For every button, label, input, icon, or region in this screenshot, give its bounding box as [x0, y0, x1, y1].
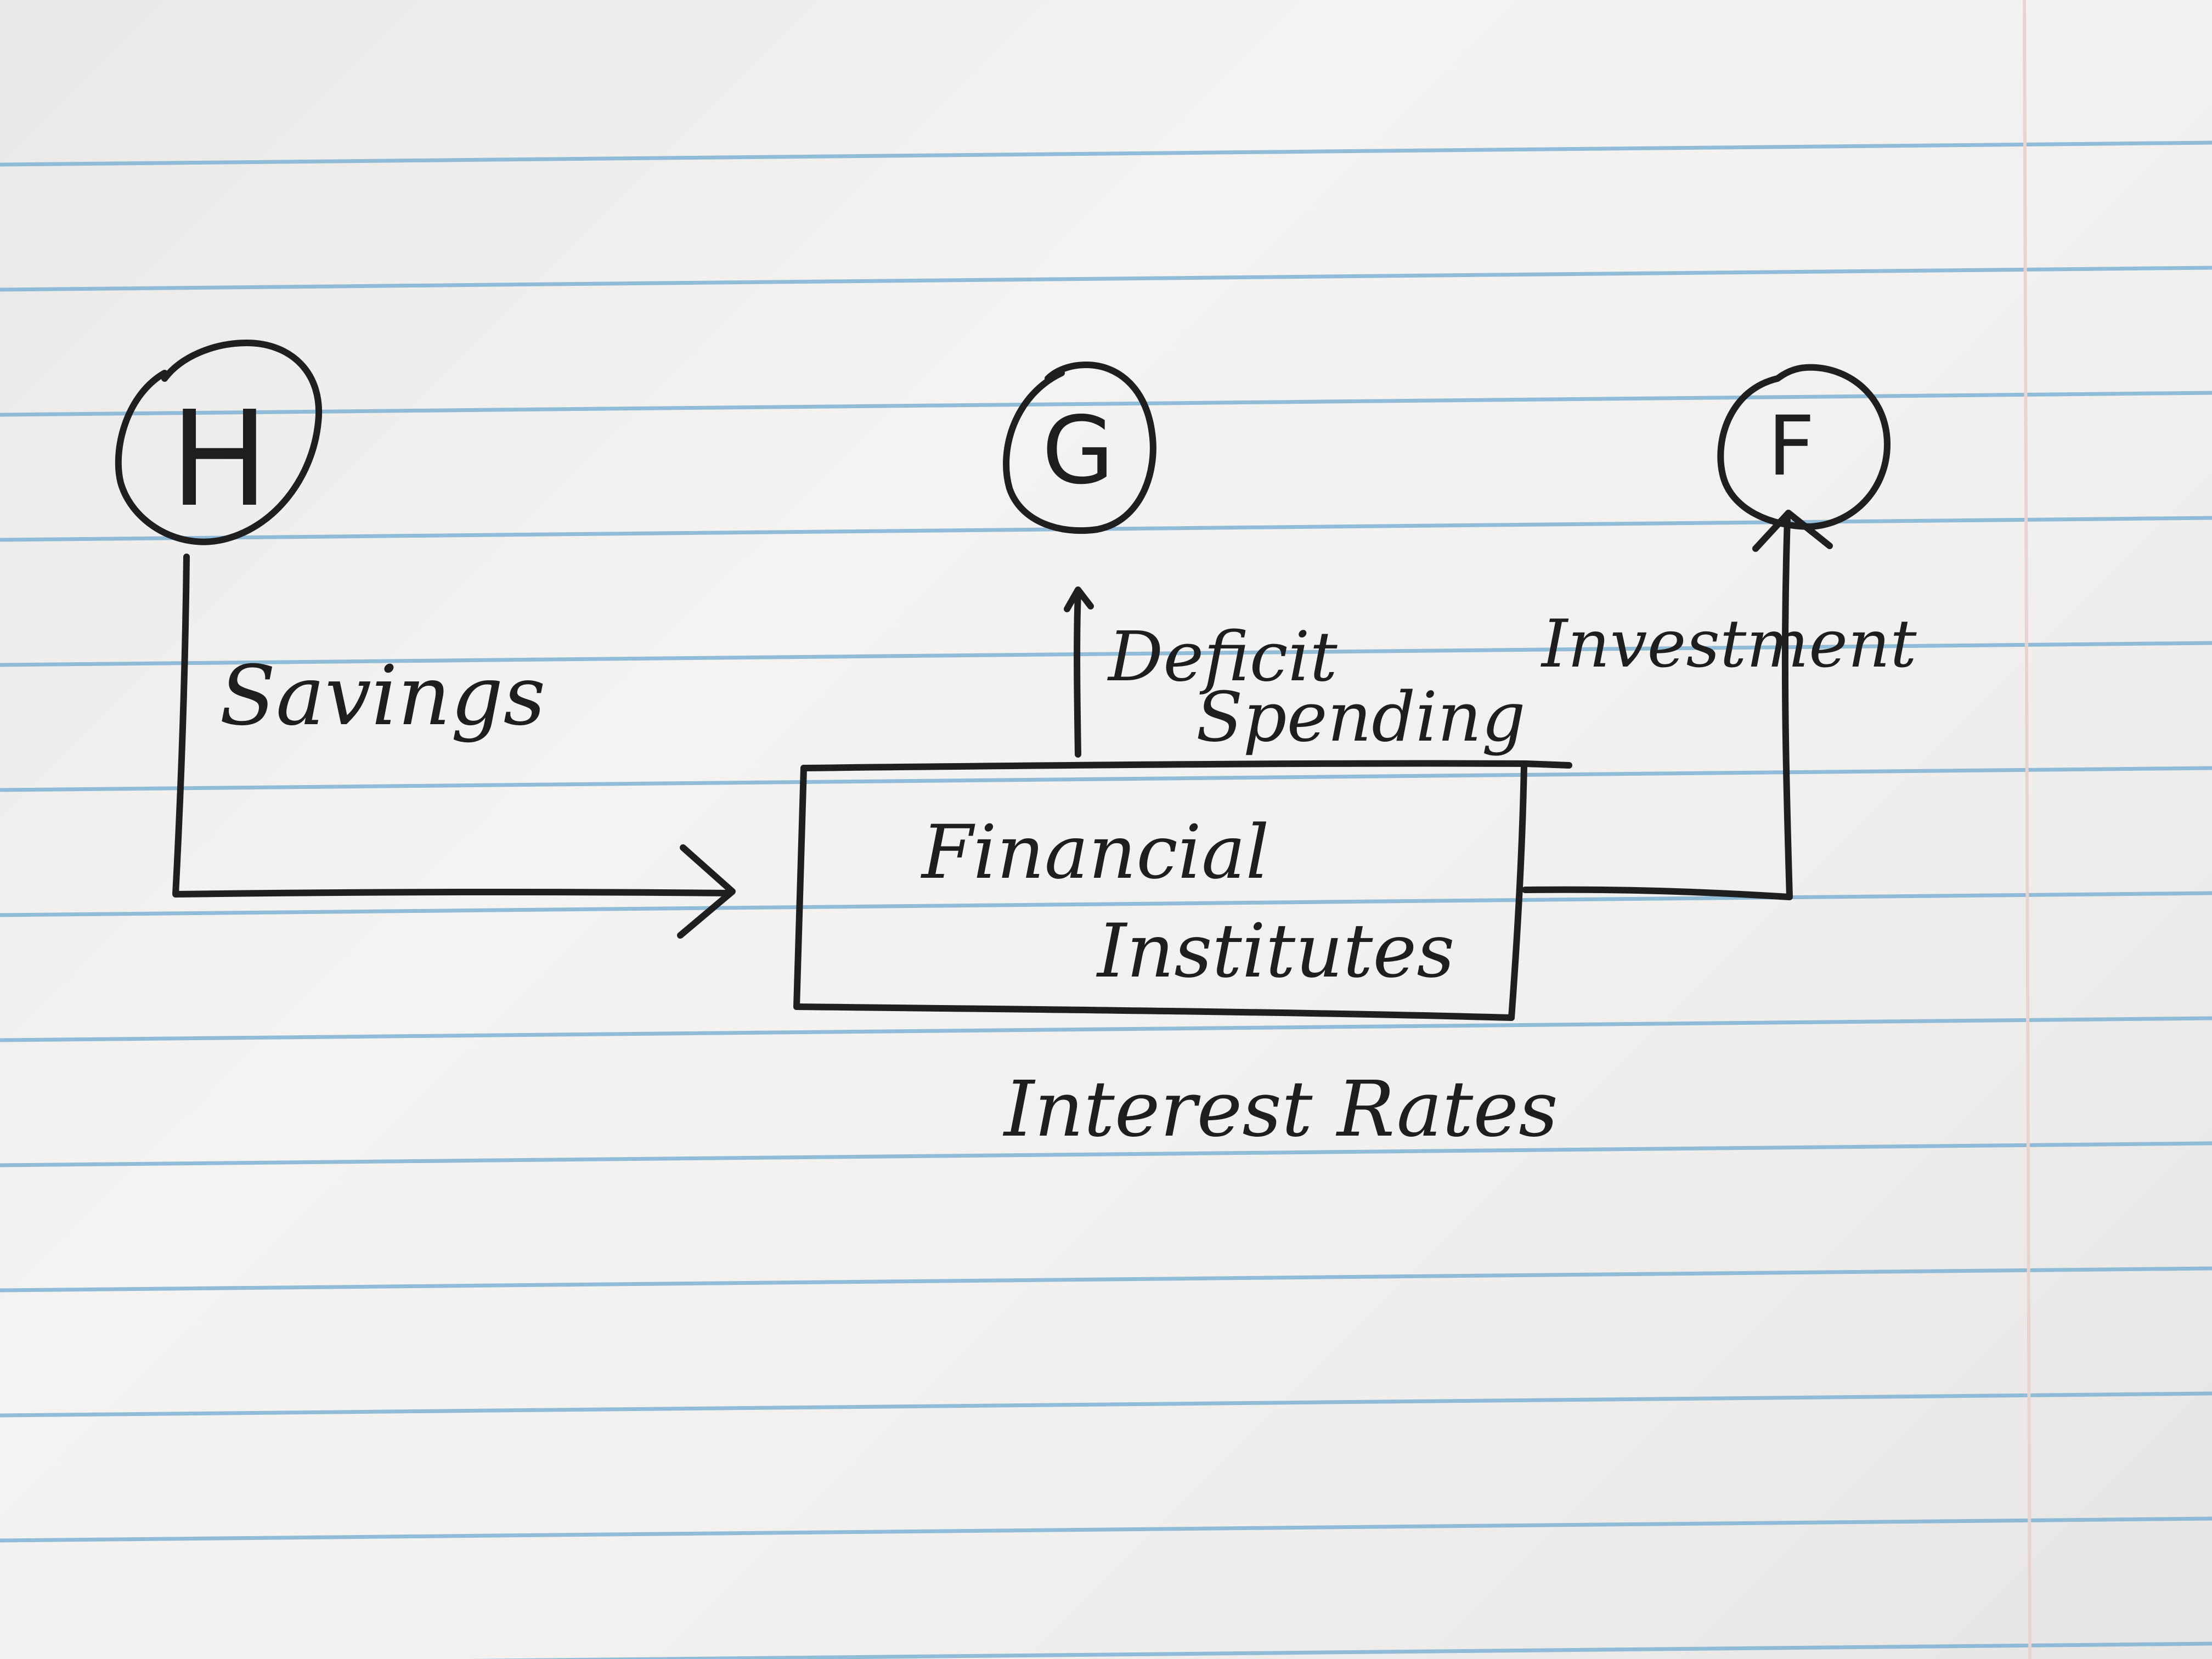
- ruled-line: [0, 391, 2212, 417]
- ruled-line: [0, 891, 2212, 917]
- ruled-line: [0, 766, 2212, 792]
- ruled-line: [0, 1516, 2212, 1543]
- edge-deficit-spending: Deficit Spending: [1064, 586, 1526, 758]
- edge-label-savings: Savings: [219, 648, 546, 744]
- edge-savings: Savings: [172, 554, 736, 939]
- ruled-lines: [0, 140, 2212, 1659]
- edge-label-deficit-line2: Spending: [1196, 678, 1526, 757]
- edge-label-deficit-line1: Deficit: [1107, 617, 1338, 697]
- edge-investment: Investment: [1522, 510, 1917, 900]
- node-label-f: F: [1768, 399, 1815, 494]
- ruled-line: [470, 1641, 2212, 1659]
- edge-label-investment: Investment: [1541, 606, 1917, 682]
- ruled-line: [0, 641, 2212, 667]
- ruled-line: [0, 1391, 2212, 1418]
- box-label-line2: Institutes: [1096, 908, 1455, 994]
- diagram-caption: Interest Rates: [1002, 1065, 1558, 1154]
- ruled-line: [0, 1141, 2212, 1167]
- ruled-line: [0, 1266, 2212, 1293]
- node-firms: F: [1717, 364, 1891, 530]
- margin-line: [2023, 0, 2032, 1659]
- ruled-line: [0, 1016, 2212, 1042]
- node-label-g: G: [1042, 397, 1114, 505]
- box-label-line1: Financial: [920, 809, 1269, 895]
- node-financial-institutes: Financial Institutes: [793, 760, 1572, 1021]
- node-label-h: H: [170, 382, 269, 536]
- ruled-line: [0, 140, 2212, 167]
- node-households: H: [115, 340, 323, 545]
- ruled-line: [0, 266, 2212, 292]
- node-government: G: [1003, 362, 1156, 534]
